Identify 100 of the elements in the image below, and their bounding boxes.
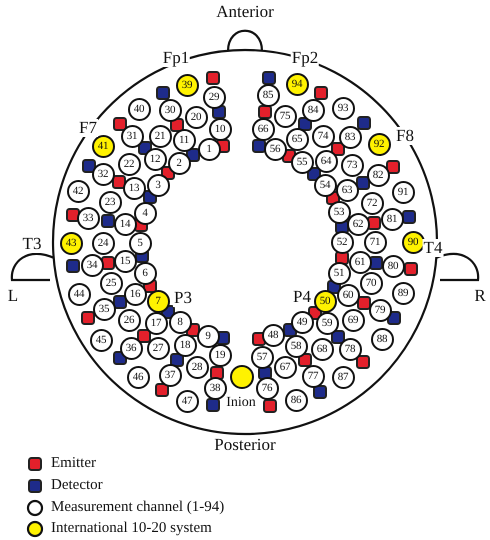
electrode-position-circle: 41 <box>92 134 114 158</box>
electrode-label: T3 <box>22 235 42 253</box>
channel-circle: 16 <box>124 282 146 306</box>
channel-circle: 31 <box>120 124 144 148</box>
channel-circle: 11 <box>172 128 196 152</box>
channel-circle: 15 <box>114 250 136 272</box>
channel-circle: 49 <box>290 310 314 334</box>
channel-circle: 70 <box>360 272 382 294</box>
channel-circle: 75 <box>274 104 296 128</box>
electrode-label: P3 <box>173 289 193 307</box>
electrode-label: F7 <box>78 119 98 137</box>
channel-circle: 8 <box>168 310 192 334</box>
channel-circle: 58 <box>284 334 308 358</box>
channel-circle: 61 <box>348 250 372 274</box>
electrode-position-circle: 94 <box>286 72 308 96</box>
channel-circle: 35 <box>92 298 116 320</box>
channel-circle: 5 <box>128 232 152 254</box>
channel-circle: 79 <box>368 298 392 322</box>
channel-circle: 64 <box>314 150 338 172</box>
channel-circle: 59 <box>316 312 338 334</box>
channel-circle: 3 <box>146 174 170 196</box>
channel-circle: 32 <box>92 162 114 186</box>
channel-circle: 48 <box>262 324 284 346</box>
channel-circle: 76 <box>256 376 278 400</box>
channel-circle: 12 <box>144 148 166 170</box>
channel-circle: 66 <box>252 118 274 140</box>
channel-circle: 54 <box>314 174 336 196</box>
channel-circle: 37 <box>158 364 182 386</box>
channel-circle: 56 <box>264 138 286 160</box>
channel-circle: 71 <box>364 230 386 254</box>
channel-circle: 28 <box>186 356 208 378</box>
channel-circle: 44 <box>68 282 90 306</box>
channel-circle: 55 <box>290 150 314 174</box>
channel-circle: 85 <box>256 84 280 106</box>
channel-circle: 30 <box>158 98 182 122</box>
channel-circle: 87 <box>332 366 354 388</box>
electrode-position-circle: 43 <box>60 232 82 254</box>
channel-circle: 57 <box>250 346 274 368</box>
channel-circle: 47 <box>176 390 198 412</box>
channel-circle: 29 <box>202 86 226 108</box>
channel-circle: 19 <box>208 344 232 366</box>
channel-circle: 91 <box>392 180 414 204</box>
channel-circle: 74 <box>312 124 334 148</box>
channel-circle: 42 <box>66 180 90 202</box>
channel-circle: 18 <box>174 334 196 356</box>
channel-circle: 84 <box>302 98 324 122</box>
channel-circle: 25 <box>100 272 122 294</box>
channel-circle: 83 <box>338 126 362 148</box>
channel-circle: 21 <box>148 124 172 148</box>
legend-text: International 10-20 system <box>51 520 212 537</box>
channel-circle: 67 <box>274 356 296 378</box>
channel-circle: 46 <box>126 366 150 388</box>
electrode-label: T4 <box>422 239 444 257</box>
channel-circle: 80 <box>382 254 404 278</box>
electrode-position-circle: 7 <box>146 290 170 312</box>
channel-circle: 17 <box>144 312 168 334</box>
channel-circle: 20 <box>184 106 208 128</box>
channel-circle: 40 <box>128 98 150 120</box>
channel-circle: 52 <box>330 230 354 254</box>
channel-circle: 81 <box>380 208 404 230</box>
electrode-position-circle <box>230 365 254 389</box>
channel-circle: 6 <box>134 262 156 284</box>
channel-circle: 34 <box>80 254 104 276</box>
channel-circle: 22 <box>118 152 140 176</box>
electrode-label: F8 <box>395 127 415 145</box>
electrode-label: Fp2 <box>290 49 320 67</box>
channel-circle: 82 <box>366 164 390 186</box>
channel-circle: 38 <box>204 376 226 400</box>
channel-circle: 77 <box>302 364 324 388</box>
channel-circle: 45 <box>90 328 112 352</box>
legend-text: Detector <box>51 477 103 494</box>
electrode-position-circle: 39 <box>176 74 198 96</box>
legend-text: Measurement channel (1-94) <box>51 499 224 516</box>
channel-circle: 33 <box>76 206 100 230</box>
channel-circle: 72 <box>360 192 384 214</box>
channel-circle: 10 <box>208 118 232 140</box>
channel-circle: 51 <box>328 262 350 284</box>
channel-circle: 93 <box>332 96 354 120</box>
channel-circle: 69 <box>342 308 364 332</box>
channel-circle: 26 <box>118 308 140 332</box>
channel-circle: 2 <box>168 152 190 174</box>
channel-circle: 73 <box>340 154 364 176</box>
channel-circle: 53 <box>328 200 350 224</box>
channel-circle: 68 <box>310 338 334 360</box>
electrode-position-circle: 90 <box>402 230 424 254</box>
channel-circle: 60 <box>336 284 360 306</box>
channel-circle: 36 <box>120 336 142 360</box>
channel-circle: 88 <box>370 328 394 350</box>
channel-circle: 13 <box>122 176 146 200</box>
legend-text: Emitter <box>51 455 96 472</box>
channel-circle: 78 <box>338 338 362 360</box>
channel-circle: 1 <box>198 138 220 160</box>
electrode-label: Fp1 <box>162 49 190 67</box>
channel-circle: 24 <box>92 232 114 254</box>
channel-circle: 86 <box>284 388 308 412</box>
channel-circle: 27 <box>146 336 170 360</box>
channel-circle: 14 <box>114 212 136 236</box>
channel-circle: 4 <box>134 202 156 224</box>
electrode-position-circle: 92 <box>368 132 390 156</box>
electrode-position-circle: 50 <box>314 290 336 312</box>
